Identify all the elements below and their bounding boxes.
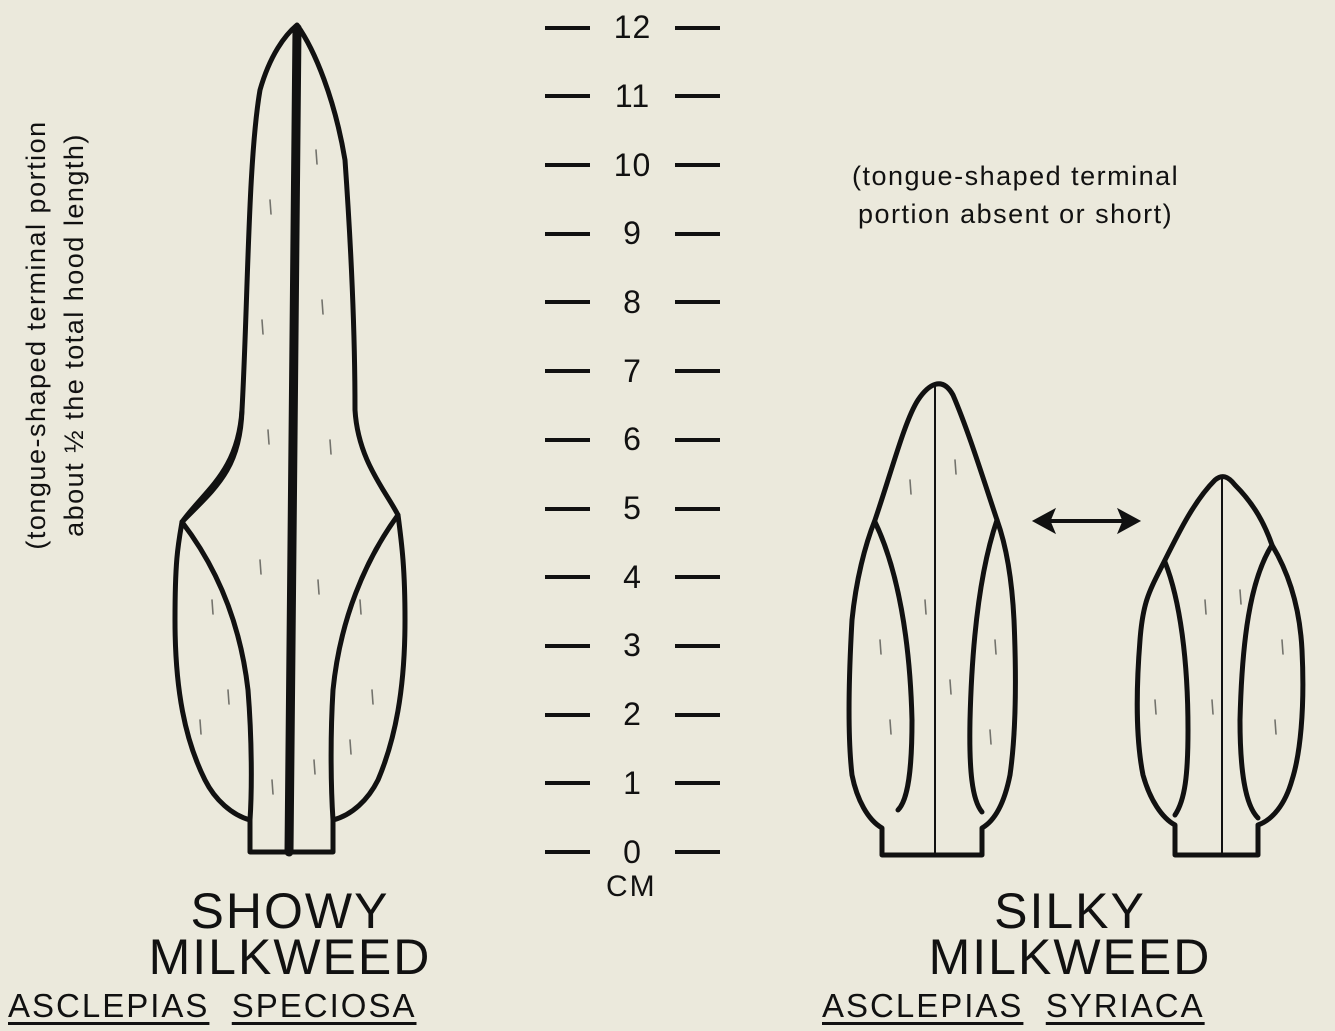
scale-tick-label: 1 — [623, 765, 642, 802]
scale-tick: 4 — [545, 557, 720, 597]
scale-tick: 3 — [545, 626, 720, 666]
scale-dash-left — [545, 438, 590, 442]
showy-genus: ASCLEPIAS — [8, 987, 209, 1024]
scale-tick-label: 6 — [623, 421, 642, 458]
scale-tick: 11 — [545, 76, 720, 116]
silky-hood-2-texture — [1155, 590, 1283, 734]
showy-common-line-1: SHOWY — [100, 888, 480, 934]
silky-hood-2-right-lobe — [1240, 545, 1272, 818]
scale-tick: 10 — [545, 145, 720, 185]
showy-hood-note: (tongue-shaped terminal portion about ½ … — [17, 120, 93, 549]
scale-dash-left — [545, 507, 590, 511]
scale-dash-right — [675, 300, 720, 304]
silky-hood-1-outline — [849, 384, 1015, 855]
scale-tick-label: 11 — [615, 78, 650, 115]
double-arrow-icon — [1033, 509, 1140, 533]
scale-dash-right — [675, 575, 720, 579]
showy-common-name: SHOWY MILKWEED — [100, 888, 480, 980]
silky-scientific-name: ASCLEPIAS SYRIACA — [822, 987, 1205, 1025]
silky-milkweed-hood-2 — [1137, 477, 1303, 855]
scale-tick-label: 5 — [623, 490, 642, 527]
scale-dash-right — [675, 713, 720, 717]
scale-dash-right — [675, 507, 720, 511]
scale-dash-right — [675, 94, 720, 98]
showy-tongue-edge — [182, 410, 242, 522]
silky-note-line-2: portion absent or short) — [852, 195, 1179, 233]
silky-hood-2-left-lobe — [1165, 562, 1188, 815]
scale-tick: 5 — [545, 489, 720, 529]
scale-tick: 8 — [545, 282, 720, 322]
showy-milkweed-hood — [175, 25, 405, 852]
scale-tick: 2 — [545, 695, 720, 735]
showy-scientific-name: ASCLEPIAS SPECIOSA — [8, 987, 417, 1025]
scale-dash-left — [545, 94, 590, 98]
scale-unit-label: CM — [606, 870, 657, 904]
scale-dash-right — [675, 369, 720, 373]
scale-dash-right — [675, 781, 720, 785]
scale-dash-left — [545, 644, 590, 648]
showy-common-line-2: MILKWEED — [100, 934, 480, 980]
scale-dash-left — [545, 713, 590, 717]
scale-tick: 1 — [545, 763, 720, 803]
scale-tick: 6 — [545, 420, 720, 460]
scale-dash-right — [675, 438, 720, 442]
scale-dash-right — [675, 26, 720, 30]
scale-tick: 7 — [545, 351, 720, 391]
scale-tick-label: 4 — [623, 559, 642, 596]
scale-tick-label: 8 — [623, 284, 642, 321]
silky-species: SYRIACA — [1046, 987, 1205, 1024]
scale-tick-label: 9 — [623, 215, 642, 252]
silky-common-name: SILKY MILKWEED — [880, 888, 1260, 980]
scale-dash-left — [545, 26, 590, 30]
showy-left-lobe — [182, 522, 251, 820]
silky-hood-2-outline — [1137, 477, 1303, 855]
showy-midrib — [289, 28, 297, 852]
scale-dash-left — [545, 369, 590, 373]
scale-tick-label: 12 — [614, 9, 652, 46]
scale-tick-label: 7 — [623, 353, 642, 390]
scale-dash-left — [545, 300, 590, 304]
silky-common-line-1: SILKY — [880, 888, 1260, 934]
showy-right-lobe — [331, 515, 398, 820]
scale-dash-left — [545, 232, 590, 236]
scale-dash-right — [675, 644, 720, 648]
scale-dash-left — [545, 850, 590, 854]
showy-note-line-1: (tongue-shaped terminal portion — [17, 120, 55, 549]
scale-dash-left — [545, 781, 590, 785]
scale-tick-label: 3 — [623, 627, 642, 664]
scale-tick-label: 2 — [623, 696, 642, 733]
scale-tick-label: 0 — [623, 834, 642, 871]
showy-species: SPECIOSA — [232, 987, 417, 1024]
silky-hood-note: (tongue-shaped terminal portion absent o… — [852, 157, 1179, 233]
scale-dash-left — [545, 163, 590, 167]
scale-dash-left — [545, 575, 590, 579]
silky-note-line-1: (tongue-shaped terminal — [852, 157, 1179, 195]
silky-hood-1-left-lobe — [875, 522, 912, 810]
scale-dash-right — [675, 850, 720, 854]
silky-common-line-2: MILKWEED — [880, 934, 1260, 980]
scale-tick: 9 — [545, 214, 720, 254]
scale-dash-right — [675, 163, 720, 167]
scale-tick: 0 — [545, 832, 720, 872]
scale-dash-right — [675, 232, 720, 236]
scale-tick: 12 — [545, 8, 720, 48]
silky-milkweed-hood-1 — [849, 384, 1015, 855]
silky-genus: ASCLEPIAS — [822, 987, 1023, 1024]
showy-note-line-2: about ½ the total hood length) — [55, 120, 93, 549]
scale-tick-label: 10 — [614, 147, 652, 184]
silky-hood-1-right-lobe — [970, 520, 997, 812]
